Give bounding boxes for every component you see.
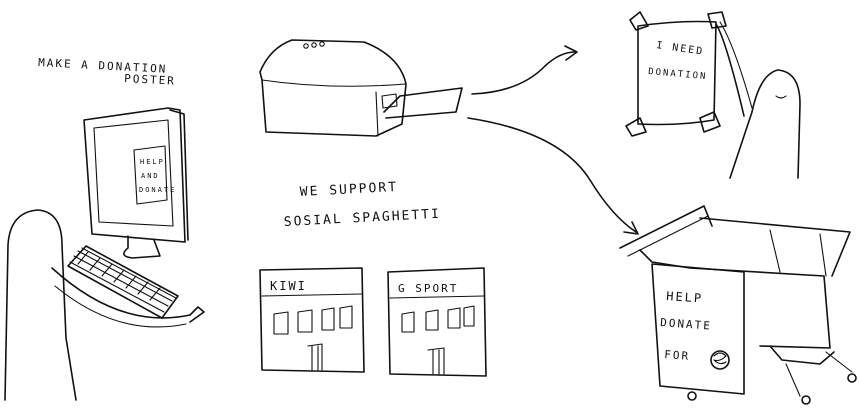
monitor-poster-line1: HELP	[140, 158, 165, 166]
arrow-to-cart	[468, 118, 636, 232]
printer-button-3	[320, 42, 324, 46]
monitor-poster-line2: AND	[141, 172, 160, 180]
shop-2-name: G SPORT	[398, 282, 458, 295]
arrow-to-wall-poster	[472, 52, 575, 94]
cart-wheel-2	[802, 396, 810, 404]
cart-sign-line1: HELP	[666, 289, 704, 306]
person-hanging-poster	[730, 70, 800, 178]
shop-1: KIWI	[260, 268, 364, 372]
caption-we-support-line2: SOSIAL SPAGHETTI	[283, 207, 441, 230]
person-arm-up	[716, 24, 744, 116]
shop-2-door	[428, 348, 444, 374]
caption-make-poster-line2: POSTER	[124, 72, 176, 88]
cart-wheel-1	[688, 392, 696, 400]
donation-cart: HELP DONATE FOR	[620, 206, 856, 404]
printer-button-2	[312, 43, 316, 47]
shop-2: G SPORT	[388, 268, 486, 376]
spaghetti-emblem-icon	[711, 351, 729, 369]
cart-sign-line3: FOR	[664, 348, 691, 363]
arrows	[468, 46, 638, 234]
person-arm	[52, 268, 204, 322]
person-body	[5, 210, 76, 400]
monitor-screen	[94, 120, 173, 226]
printer-paper	[384, 88, 462, 118]
shop-2-windows	[402, 306, 474, 332]
shop-1-name: KIWI	[270, 279, 307, 293]
person-at-computer	[5, 210, 204, 400]
caption-we-support: WE SUPPORT SOSIAL SPAGHETTI	[283, 180, 441, 230]
monitor-poster-line3: DONATE	[139, 186, 176, 194]
caption-we-support-line1: WE SUPPORT	[299, 180, 398, 200]
wall-poster-line1: I NEED	[656, 40, 705, 58]
printer	[260, 40, 462, 136]
tape-top-left	[630, 12, 648, 30]
computer-monitor: HELP AND DONATE	[84, 108, 188, 258]
caption-make-poster: MAKE A DONATION POSTER	[38, 56, 176, 88]
cart-base	[770, 346, 834, 364]
cart-basket-rim	[700, 218, 850, 276]
printer-button-1	[304, 44, 308, 48]
cart-wheel-3	[848, 374, 856, 382]
shop-1-windows	[274, 306, 352, 334]
printer-body	[260, 40, 406, 136]
cart-sign-line2: DONATE	[660, 316, 713, 333]
tape-bottom-left	[626, 118, 646, 136]
shop-1-door	[308, 344, 322, 370]
wall-poster-line2: DONATION	[648, 67, 708, 82]
wall-poster-scene: I NEED DONATION	[626, 12, 800, 178]
